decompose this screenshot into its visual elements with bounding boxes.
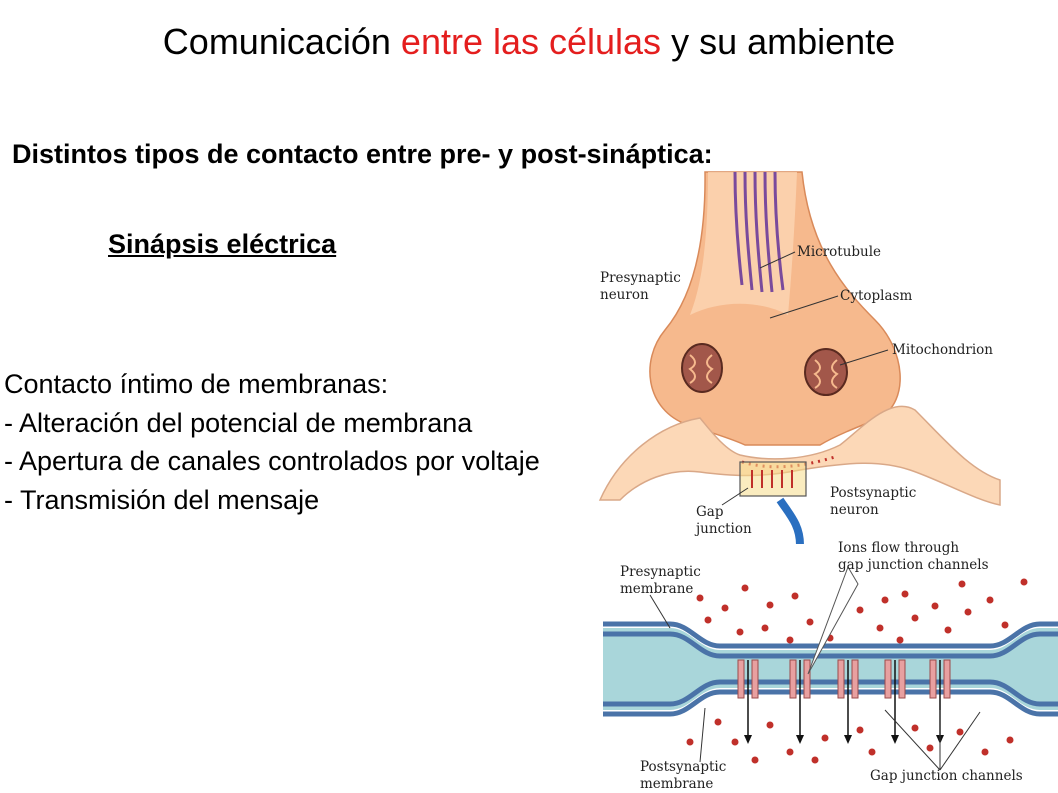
svg-text:Mitochondrion: Mitochondrion	[892, 342, 993, 358]
title-part-1: Comunicación	[162, 21, 401, 62]
svg-text:Cytoplasm: Cytoplasm	[840, 288, 912, 304]
bullet-item: - Transmisión del mensaje	[4, 484, 320, 515]
svg-text:membrane: membrane	[640, 776, 713, 792]
mitochondrion-right	[804, 348, 848, 396]
svg-text:membrane: membrane	[620, 581, 693, 597]
bullet-item: - Apertura de canales controlados por vo…	[4, 446, 540, 476]
label-mitochondrion: Mitochondrion	[892, 342, 993, 358]
bullet-item: - Alteración del potencial de membrana	[4, 407, 473, 438]
svg-text:Ions flow through: Ions flow through	[838, 540, 959, 556]
svg-text:Microtubule: Microtubule	[797, 244, 881, 260]
label-postsynaptic-membrane-1: Postsynaptic	[640, 759, 726, 775]
subtitle: Distintos tipos de contacto entre pre- y…	[12, 139, 713, 169]
mitochondrion-left	[681, 343, 723, 393]
svg-text:junction: junction	[694, 521, 752, 537]
section-heading: Sinápsis eléctrica	[108, 229, 337, 259]
pointer-lines	[721, 251, 889, 506]
svg-text:Postsynaptic: Postsynaptic	[830, 485, 916, 501]
label-postsynaptic-neuron-2: neuron	[830, 502, 879, 518]
svg-text:neuron: neuron	[600, 287, 649, 303]
ions	[686, 578, 1028, 764]
label-postsynaptic-neuron-1: Postsynaptic	[830, 485, 916, 501]
label-postsynaptic-membrane-2: membrane	[640, 776, 713, 792]
label-presynaptic-neuron-1: Presynaptic	[600, 270, 681, 286]
label-gap-junction-channels: Gap junction channels	[870, 768, 1023, 784]
svg-text:Gap junction channels: Gap junction channels	[870, 768, 1023, 784]
label-ions-flow-1: Ions flow through	[838, 540, 959, 556]
svg-text:Postsynaptic: Postsynaptic	[640, 759, 726, 775]
bullet-list: Contacto íntimo de membranas: - Alteraci…	[4, 365, 540, 519]
postsynaptic-neuron-drawing	[598, 405, 1001, 506]
label-microtubule: Microtubule	[797, 244, 881, 260]
gap-junction-detail-panel	[603, 544, 1058, 793]
label-gap-1: Gap	[696, 504, 723, 520]
title-part-2: entre las células	[400, 21, 662, 62]
svg-text:Presynaptic: Presynaptic	[600, 270, 681, 286]
label-presynaptic-membrane-2: membrane	[620, 581, 693, 597]
svg-text:Gap: Gap	[696, 504, 723, 520]
gap-junction-channels	[737, 659, 951, 699]
title-part-3: y su ambiente	[661, 21, 896, 62]
zoom-arrow	[776, 497, 804, 546]
label-presynaptic-neuron-2: neuron	[600, 287, 649, 303]
microtubule-lines	[733, 171, 785, 293]
svg-text:Presynaptic: Presynaptic	[620, 564, 701, 580]
svg-text:gap junction channels: gap junction channels	[838, 557, 989, 573]
bullet-item: Contacto íntimo de membranas:	[4, 369, 389, 399]
svg-text:neuron: neuron	[830, 502, 879, 518]
label-ions-flow-2: gap junction channels	[838, 557, 989, 573]
label-presynaptic-membrane-1: Presynaptic	[620, 564, 701, 580]
slide-title: Comunicación entre las células y su ambi…	[0, 20, 1058, 64]
label-gap-2: junction	[694, 521, 752, 537]
presynaptic-neuron-drawing	[649, 171, 901, 446]
label-cytoplasm: Cytoplasm	[840, 288, 912, 304]
